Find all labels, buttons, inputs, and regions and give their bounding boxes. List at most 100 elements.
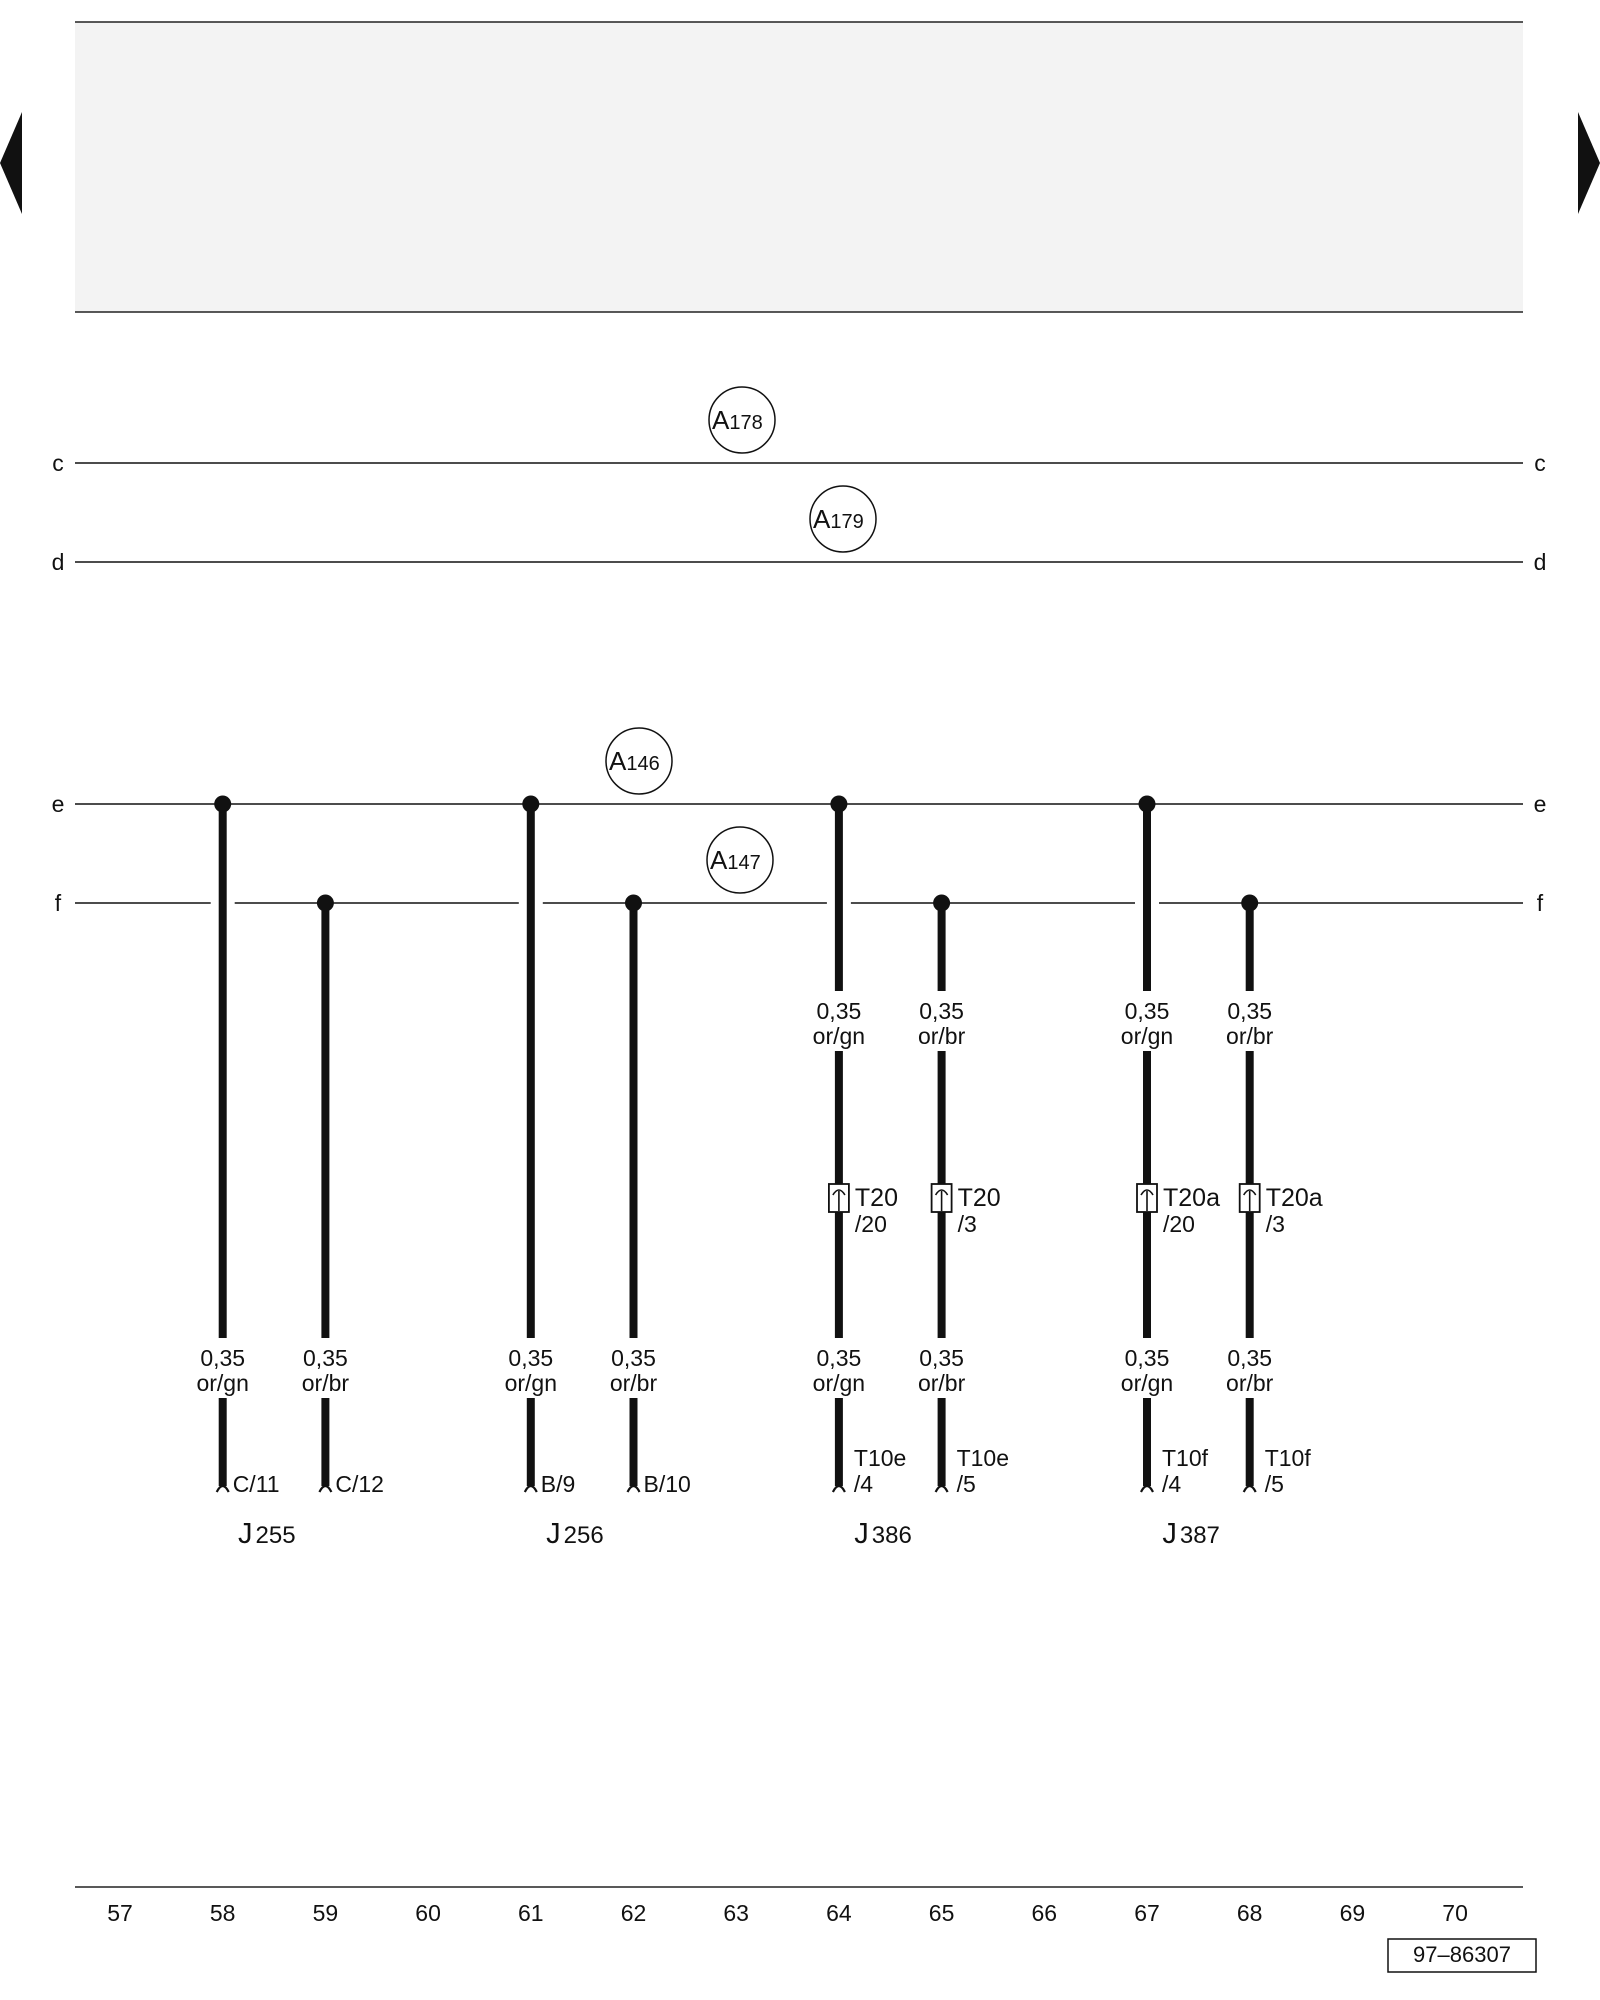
connector-name: T20a [1163, 1184, 1220, 1212]
label-mask [188, 1338, 257, 1398]
connector-arc [1140, 1189, 1154, 1196]
label-mask [804, 1338, 873, 1398]
connector-symbol [1238, 1183, 1261, 1213]
drawing-number: 97–86307 [1413, 1942, 1511, 1967]
ref-circle [706, 826, 774, 894]
terminal-mark [626, 1484, 641, 1493]
junction-dot [1138, 795, 1156, 813]
label-mask [907, 991, 976, 1051]
terminal-mark [215, 1484, 230, 1493]
label-mask [907, 1338, 976, 1398]
label-mask [599, 1338, 668, 1398]
wire-cross-section: 0,35 [1227, 1345, 1272, 1371]
terminal-label: B/10 [644, 1471, 691, 1497]
ref-label: A178 [712, 405, 763, 435]
next-page-icon[interactable] [1578, 112, 1600, 214]
component-letter: J [546, 1518, 561, 1550]
wire-cross-section: 0,35 [919, 1345, 964, 1371]
terminal-mark [1242, 1484, 1257, 1493]
terminal-pin: /5 [957, 1471, 976, 1497]
bus-label-right: d [1534, 549, 1547, 575]
column-number: 69 [1340, 1900, 1366, 1926]
wire-color: or/br [918, 1370, 966, 1396]
column-number: 62 [621, 1900, 647, 1926]
wire-color: or/gn [813, 1370, 865, 1396]
terminal-mark [934, 1484, 949, 1493]
connector-symbol [930, 1183, 953, 1213]
ref-circle [809, 485, 877, 553]
ref-label: A147 [710, 845, 761, 875]
terminal-mark [1140, 1484, 1154, 1493]
bus-ref-A178: A178 [708, 386, 776, 454]
bus-label-left: c [52, 450, 64, 476]
terminal-connector: T10e [957, 1445, 1009, 1471]
junction-dot [933, 894, 951, 912]
ref-number: 146 [626, 753, 659, 775]
bus-label-right: c [1534, 450, 1546, 476]
junction-dot [625, 894, 642, 912]
connector-name: T20 [958, 1184, 1001, 1212]
column-number: 66 [1032, 1900, 1058, 1926]
connector-pin-number: /3 [958, 1211, 977, 1237]
ref-number: 147 [727, 852, 760, 874]
column-number: 58 [210, 1900, 236, 1926]
drawing-number-box [1387, 1938, 1537, 1973]
prev-page-icon[interactable] [0, 112, 22, 214]
ref-number: 178 [729, 412, 762, 434]
connector-symbol [1136, 1183, 1158, 1213]
ref-letter: A [813, 504, 831, 534]
component-number: 255 [256, 1522, 296, 1549]
column-number: 64 [826, 1900, 852, 1926]
terminal-mark [831, 1484, 846, 1493]
wire-color: or/br [1226, 1370, 1274, 1396]
wire-color: or/gn [813, 1023, 865, 1049]
bus-ref-A147: A147 [706, 826, 774, 894]
label-mask [1215, 1338, 1284, 1398]
bus-label-left: d [52, 549, 65, 575]
wire-cross-section: 0,35 [1125, 1345, 1170, 1371]
wire-color: or/br [1226, 1023, 1274, 1049]
bus-c: c c A178 [52, 386, 1546, 476]
ref-label: A146 [609, 746, 660, 776]
wire-cross-section: 0,35 [200, 1345, 245, 1371]
terminal-mark [523, 1484, 538, 1493]
bus-label-right: e [1534, 791, 1547, 817]
component-number: 256 [564, 1522, 604, 1549]
label-mask [1113, 991, 1181, 1051]
connector-arc [832, 1189, 846, 1196]
terminal-connector: T10f [1162, 1445, 1209, 1471]
column-number: 61 [518, 1900, 544, 1926]
wire-color: or/gn [1121, 1023, 1173, 1049]
ref-circle [605, 727, 673, 795]
column-number: 68 [1237, 1900, 1263, 1926]
wires-layer: 0,35or/gnC/110,35or/brC/120,35or/gnB/90,… [188, 795, 1323, 1497]
wire-color: or/gn [196, 1370, 248, 1396]
terminal-pin: /5 [1265, 1471, 1284, 1497]
ref-number: 179 [830, 511, 863, 533]
junction-dot [214, 795, 232, 813]
column-number: 63 [723, 1900, 749, 1926]
terminal-connector: T10f [1265, 1445, 1312, 1471]
header-panel [75, 22, 1523, 312]
wire-color: or/br [610, 1370, 658, 1396]
wire-cross-section: 0,35 [303, 1345, 348, 1371]
connector-name: T20 [855, 1184, 898, 1212]
terminal-pin: /4 [1162, 1471, 1181, 1497]
wire-cross-section: 0,35 [817, 998, 862, 1024]
label-mask [1215, 991, 1284, 1051]
junction-dot [830, 795, 848, 813]
junction-dot [316, 894, 334, 912]
terminal-label: B/9 [541, 1471, 576, 1497]
connector-pin-number: /3 [1266, 1211, 1285, 1237]
